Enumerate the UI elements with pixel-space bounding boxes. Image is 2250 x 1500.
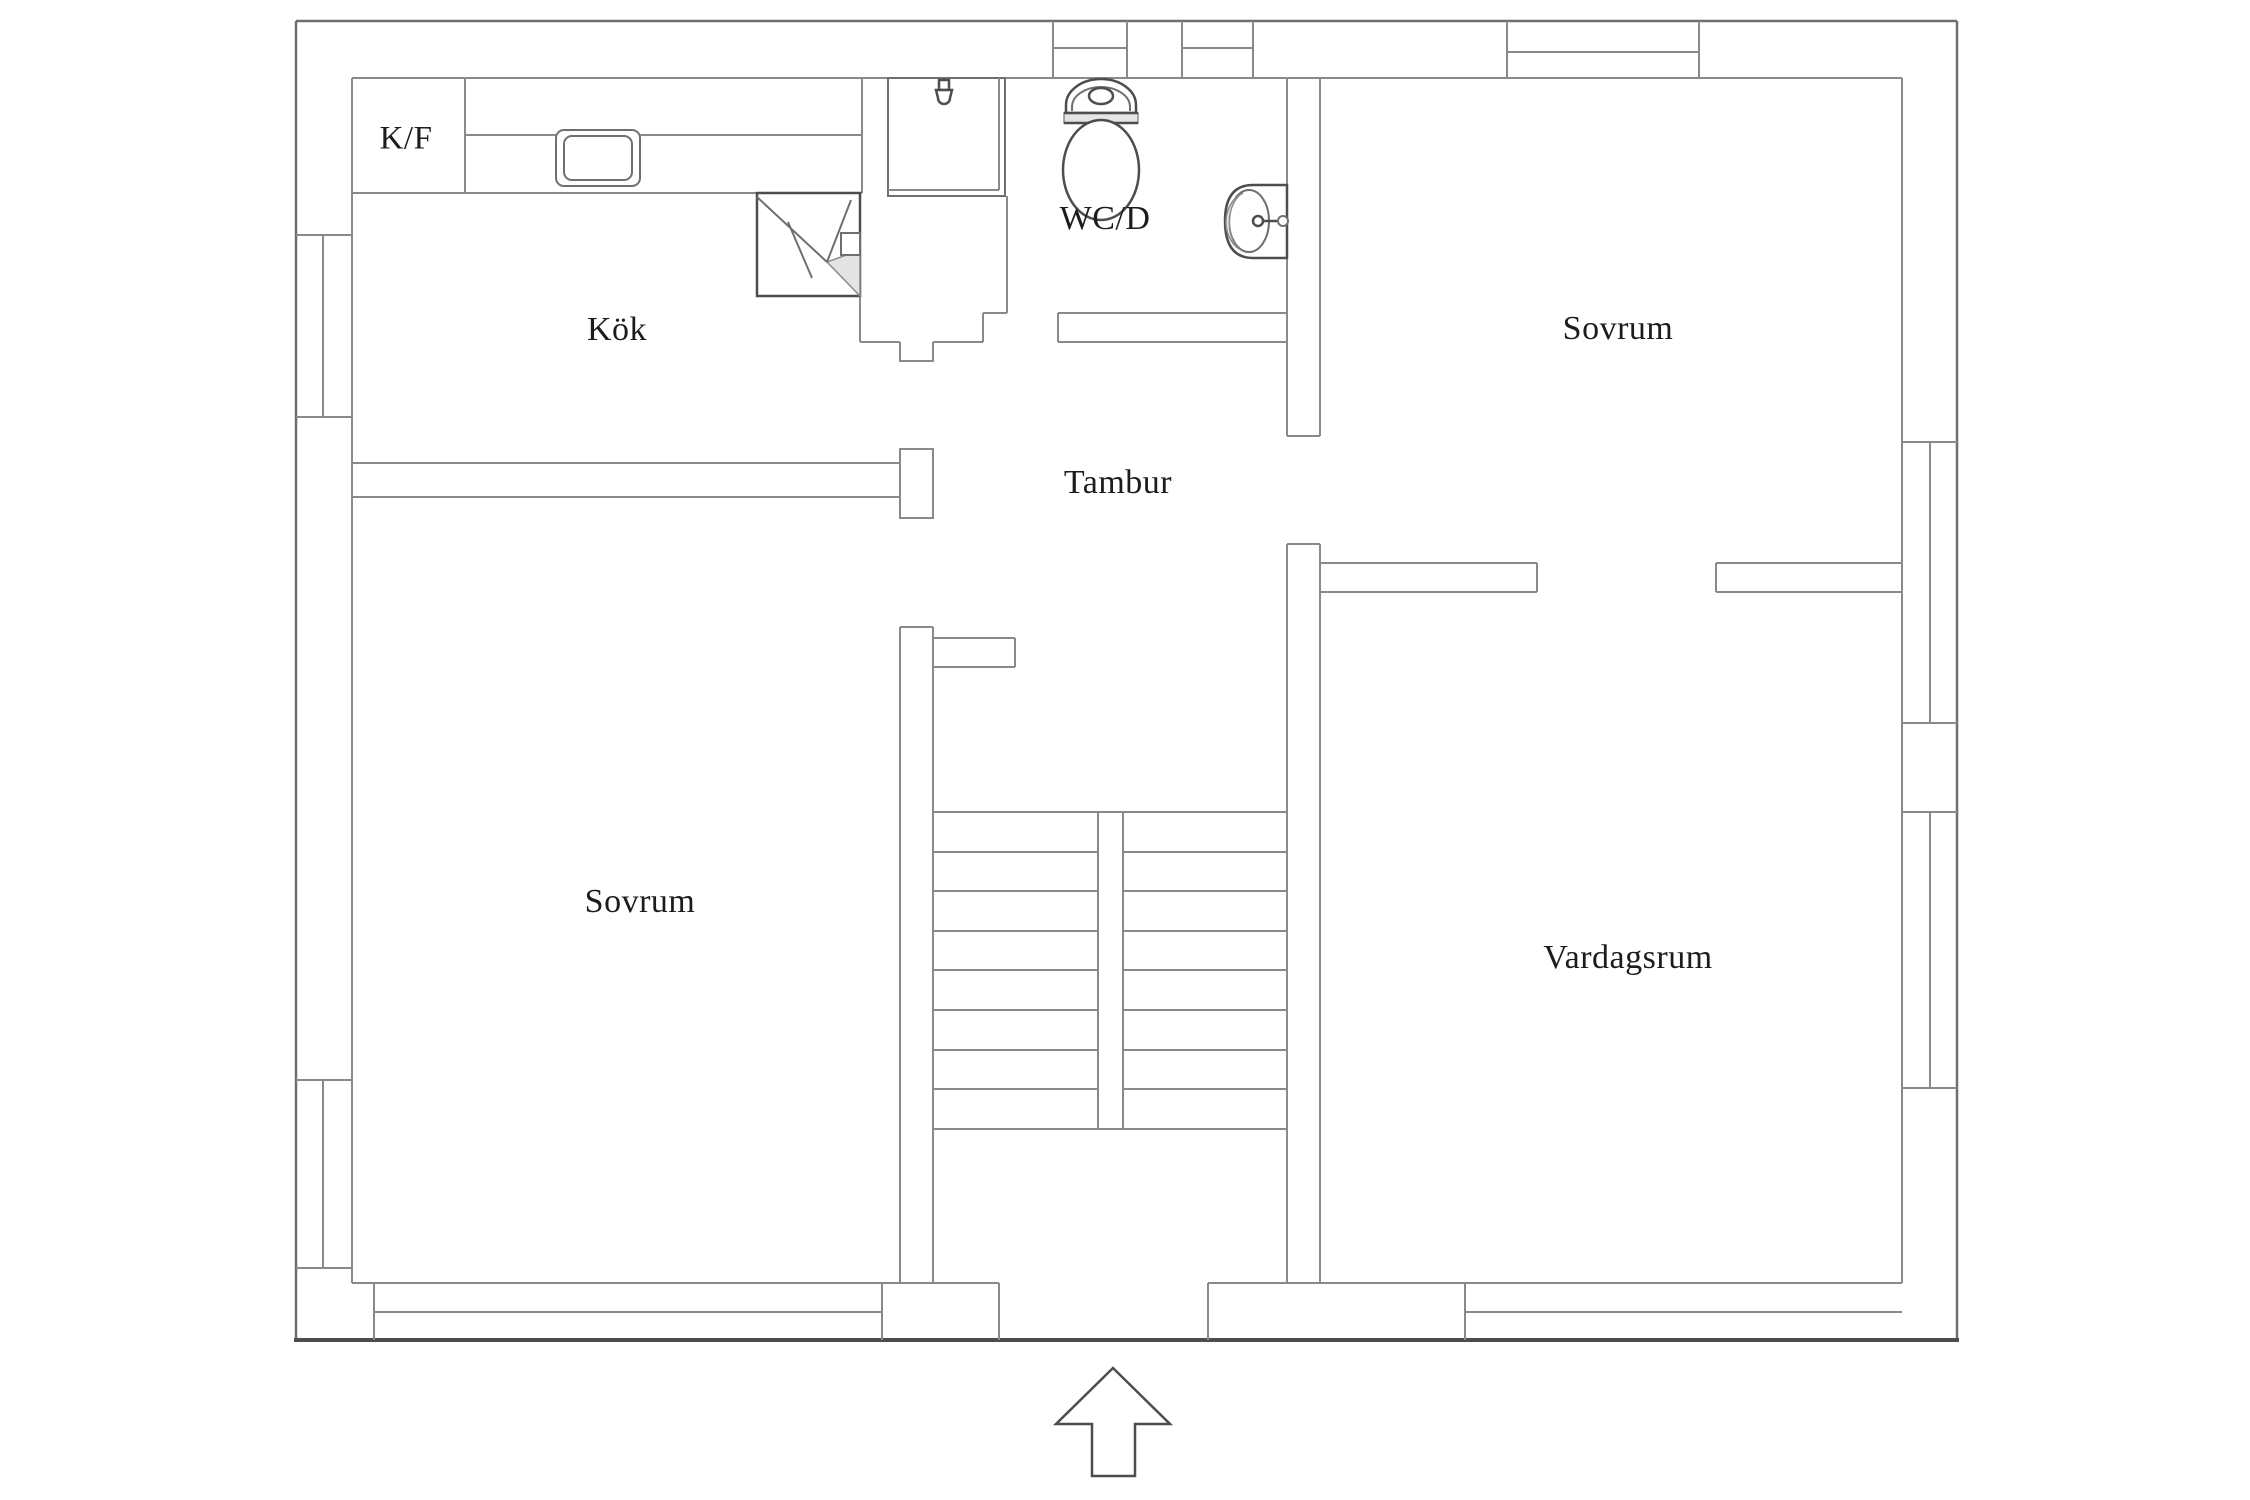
room-label-tambur: Tambur (1063, 464, 1173, 501)
room-label-kok: Kök (586, 311, 648, 348)
room-label-vardagsrum: Vardagsrum (1543, 939, 1713, 976)
fireplace-icon (755, 191, 862, 298)
room-label-sovrum-left: Sovrum (584, 883, 696, 920)
wall-wcd-bottom (1057, 312, 1287, 343)
washbasin-icon (1223, 183, 1289, 260)
stair-treads-left (933, 851, 1098, 1090)
window-right-lower (1902, 811, 1957, 1089)
wall-kitchen-bottom (352, 448, 934, 519)
entrance-recess (998, 1283, 1209, 1340)
wall-bedroom-livingroom-stub (1715, 562, 1902, 593)
window-bottom-right (1464, 1283, 1902, 1340)
stair-treads-right (1123, 851, 1287, 1090)
top-wall-shafts (1052, 21, 1254, 78)
window-bottom-left (373, 1283, 883, 1340)
window-right-upper (1902, 441, 1957, 724)
kitchen-sink-icon (555, 129, 641, 187)
interior-walls (352, 78, 1902, 1340)
shower-icon (887, 77, 1006, 197)
room-label-wcd: WC/D (1059, 200, 1151, 237)
windows (296, 21, 1957, 1340)
entrance-arrow-icon (1052, 1366, 1174, 1478)
window-left-upper (296, 234, 352, 418)
window-left-lower (296, 1079, 352, 1269)
shower-head-icon (934, 78, 954, 106)
wall-wcd-bedroom (1286, 78, 1321, 437)
room-label-kf: K/F (379, 120, 433, 157)
fixtures (555, 77, 1289, 1478)
staircase (933, 811, 1287, 1130)
wall-hall-livingroom (1286, 543, 1538, 1283)
toilet-icon (1061, 77, 1141, 222)
window-top (1506, 21, 1700, 78)
wall-bedroom-left-east (899, 626, 1016, 1283)
room-label-sovrum-right: Sovrum (1562, 310, 1674, 347)
